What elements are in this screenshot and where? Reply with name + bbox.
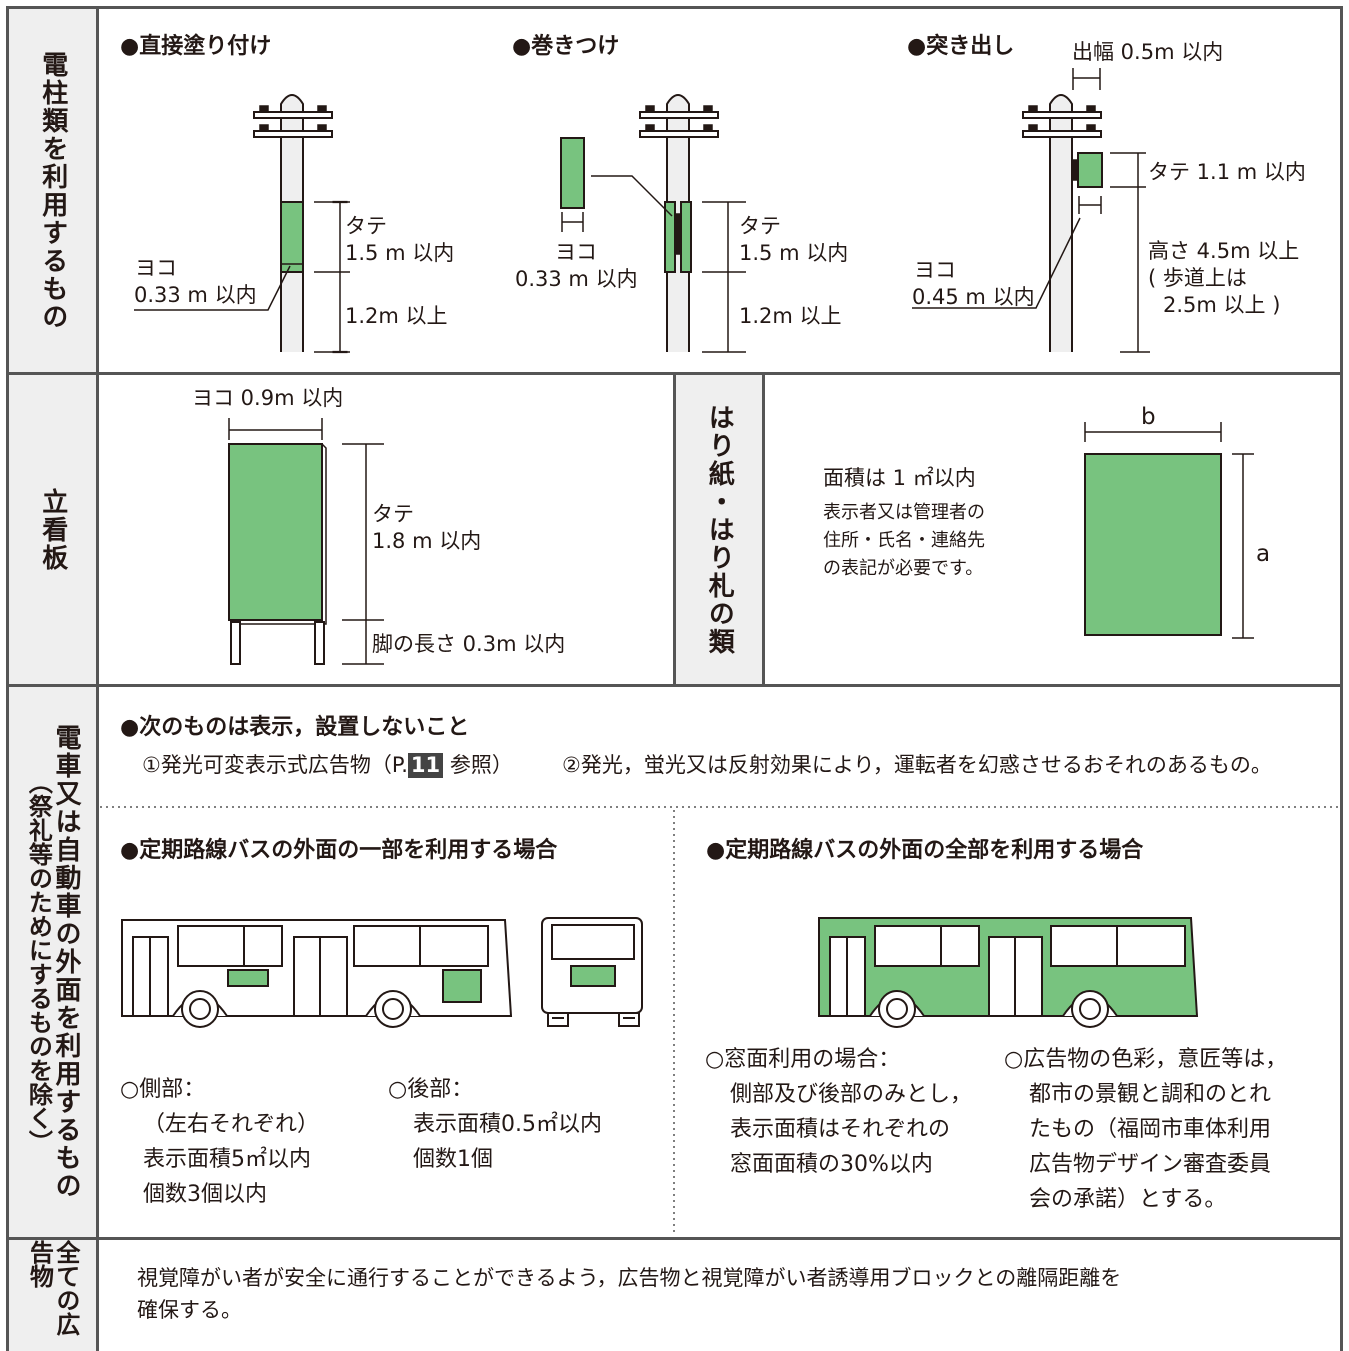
- heading-partial: ●定期路線バスの外面の一部を利用する場合: [120, 838, 558, 863]
- value-width: 出幅 0.5m 以内: [1072, 40, 1224, 64]
- category-sublabel-vehicle: （祭礼等のためにするものを除く）: [24, 770, 53, 1154]
- category-cell-all: 全ての広告物: [9, 1240, 96, 1351]
- category-label-standboard: 立看板: [37, 487, 68, 572]
- window-title: ○窓面利用の場合：: [705, 1047, 901, 1072]
- poster-direct: [280, 201, 304, 273]
- value-yoko: 0.33 m 以内: [515, 267, 638, 291]
- category-cell-poster: はり紙・はり札の類: [676, 375, 762, 684]
- heading-prohibit: ●次のものは表示，設置しないこと: [120, 715, 470, 740]
- column-divider: [762, 372, 765, 687]
- design-note: たもの（福岡市車体利用: [1029, 1117, 1272, 1142]
- category-cell-standboard: 立看板: [9, 375, 96, 684]
- side-note: 個数3個以内: [143, 1182, 267, 1207]
- rear-title: ○後部：: [388, 1077, 474, 1102]
- value-height: 1.2m 以上: [739, 304, 842, 328]
- value-yoko: 0.45 m 以内: [912, 285, 1035, 309]
- label-tate: タテ: [345, 214, 387, 238]
- value-yoko: 0.33 m 以内: [134, 283, 257, 307]
- heading-full: ●定期路線バスの外面の全部を利用する場合: [706, 838, 1144, 863]
- design-note: 都市の景観と調和のとれ: [1029, 1082, 1272, 1107]
- value-tate: 1.5 m 以内: [345, 241, 455, 265]
- poster-wrap: [560, 137, 585, 209]
- category-label-poster: はり紙・はり札の類: [704, 403, 735, 656]
- label-yoko: ヨコ: [914, 258, 956, 282]
- bus-rear-illustration: [541, 917, 643, 1027]
- page-ref-badge: 11: [407, 753, 444, 779]
- sign-protrude: [1077, 152, 1103, 188]
- label-yoko: ヨコ: [555, 240, 597, 264]
- category-cell-poles: 電柱類を利用するもの: [9, 9, 96, 372]
- pole-wrap-illustration: [560, 94, 746, 353]
- window-note: 側部及び後部のみとし，: [730, 1082, 973, 1107]
- design-title: ○広告物の色彩，意匠等は，: [1004, 1047, 1288, 1072]
- value-area: 面積は 1 ㎡以内: [823, 466, 976, 490]
- poster-note: 住所・氏名・連絡先: [823, 530, 985, 551]
- value-height-note: ( 歩道上は: [1148, 266, 1247, 290]
- value-yoko: ヨコ 0.9m 以内: [192, 386, 344, 410]
- pole-direct-illustration: [134, 94, 350, 354]
- window-note: 表示面積はそれぞれの: [730, 1117, 951, 1142]
- heading-direct: ●直接塗り付け: [120, 34, 272, 59]
- row-divider: [6, 1237, 1343, 1240]
- design-note: 会の承諾）とする。: [1029, 1187, 1227, 1212]
- label-b: b: [1141, 404, 1156, 430]
- label-tate: タテ: [739, 214, 781, 238]
- side-title: ○側部：: [120, 1077, 206, 1102]
- rear-note: 表示面積0.5㎡以内: [413, 1112, 602, 1137]
- poster-note: 表示者又は管理者の: [823, 502, 985, 523]
- label-yoko: ヨコ: [135, 256, 177, 280]
- value-height: 高さ 4.5m 以上: [1148, 239, 1300, 263]
- prohibit-item-2: ②発光，蛍光又は反射効果により，運転者を幻惑させるおそれのあるもの。: [562, 753, 1272, 777]
- standboard-illustration: [228, 418, 384, 665]
- column-divider: [673, 372, 676, 687]
- side-note: （左右それぞれ）: [143, 1112, 320, 1137]
- side-note: 表示面積5㎡以内: [143, 1147, 311, 1172]
- bus-side-partial-illustration: [121, 919, 513, 1028]
- poster-note: の表記が必要です。: [823, 558, 984, 579]
- heading-wrap: ●巻きつけ: [512, 34, 620, 59]
- all-ads-text: 視覚障がい者が安全に通行することができるよう，広告物と視覚障がい者誘導用ブロック…: [137, 1266, 1122, 1290]
- category-cell-vehicle: 電車又は自動車の外面を利用するもの （祭礼等のためにするものを除く）: [9, 687, 96, 1237]
- value-tate: 1.8 m 以内: [372, 529, 482, 553]
- table-frame: [6, 6, 1343, 1351]
- value-height: 1.2m 以上: [345, 304, 448, 328]
- bus-side-full-illustration: [818, 917, 1199, 1028]
- rear-note: 個数1個: [413, 1147, 493, 1172]
- value-tate: タテ 1.1 m 以内: [1148, 160, 1306, 184]
- category-label-all: 全ての広告物: [25, 1240, 80, 1336]
- label-a: a: [1256, 541, 1271, 567]
- pole-protrude-illustration: [912, 68, 1150, 353]
- value-tate: 1.5 m 以内: [739, 241, 849, 265]
- window-note: 窓面面積の30%以内: [730, 1152, 933, 1177]
- value-height-note: 2.5m 以上 ): [1163, 293, 1281, 317]
- label-tate: タテ: [372, 502, 414, 526]
- value-leg: 脚の長さ 0.3m 以内: [372, 632, 566, 656]
- category-label-vehicle: 電車又は自動車の外面を利用するもの: [50, 724, 81, 1200]
- column-divider: [96, 6, 99, 1351]
- category-label-poles: 電柱類を利用するもの: [37, 50, 68, 331]
- poster-illustration: [1084, 422, 1254, 639]
- all-ads-text: 確保する。: [137, 1298, 242, 1322]
- design-note: 広告物デザイン審査委員: [1029, 1152, 1272, 1177]
- heading-protrude: ●突き出し: [907, 34, 1015, 59]
- prohibit-item-1: ①発光可変表示式広告物（P.11 参照）: [142, 753, 513, 779]
